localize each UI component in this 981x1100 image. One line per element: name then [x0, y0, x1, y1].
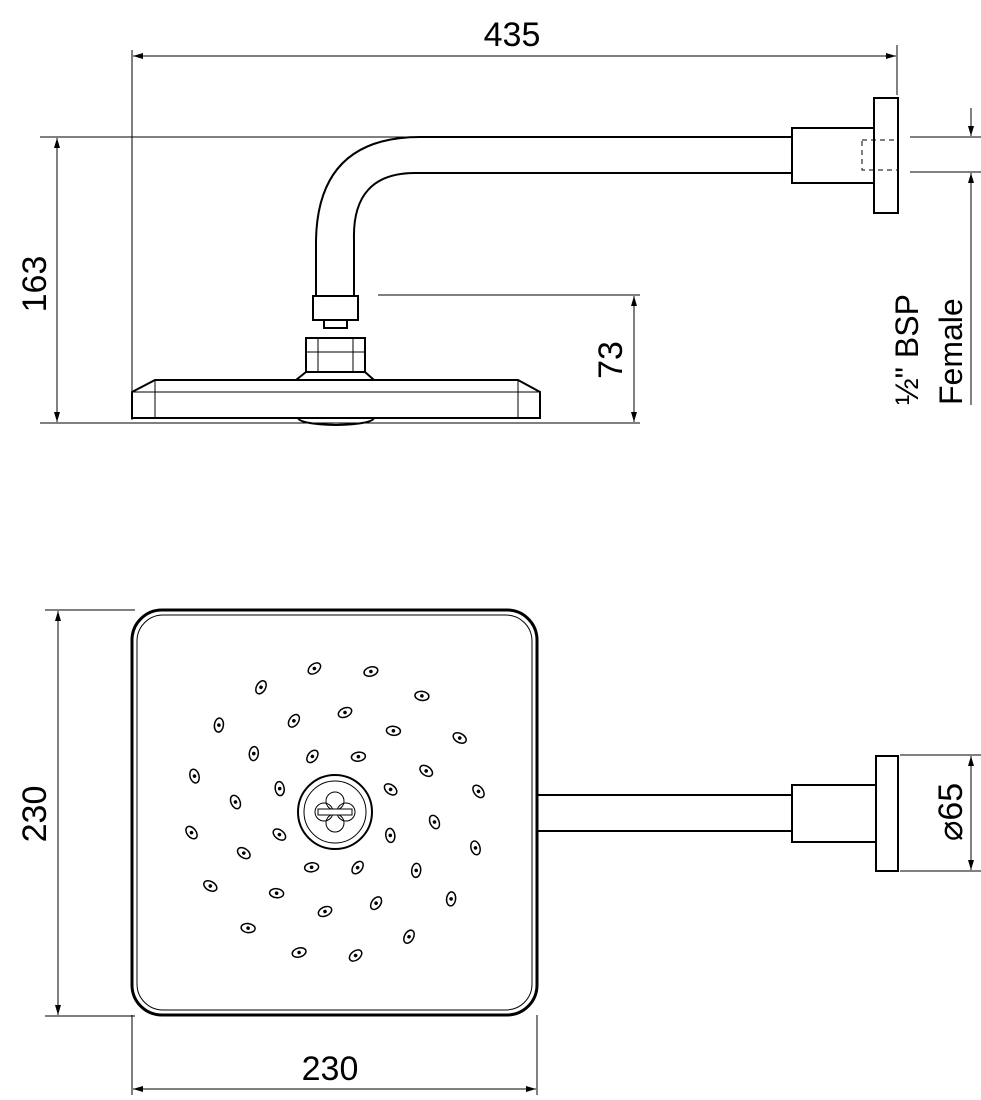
spray-nozzle [213, 717, 225, 733]
spray-nozzle [307, 662, 322, 675]
spray-nozzle [255, 680, 267, 695]
spray-nozzle [445, 891, 457, 907]
wall-fitting-body [791, 127, 875, 184]
dimension-head-depth: 230 [16, 786, 54, 843]
dimension-head-width: 230 [302, 1050, 359, 1088]
spray-nozzle [203, 880, 218, 892]
connection-spec-line1: ½" BSP [889, 294, 925, 405]
spray-nozzle [350, 751, 367, 762]
wall-flange [873, 97, 899, 214]
spray-nozzle [385, 827, 396, 844]
spray-nozzle [385, 725, 402, 737]
spray-nozzle [189, 768, 200, 784]
shower-head-inner-edge [136, 614, 533, 1011]
spray-nozzle [240, 922, 256, 934]
swivel-neck [323, 319, 348, 329]
spray-nozzle [428, 814, 441, 830]
spray-nozzle [452, 732, 467, 744]
spray-nozzles [185, 662, 485, 962]
top-view: 230 230 ⌀65 [16, 608, 981, 1095]
dimension-overall-width: 435 [484, 16, 541, 54]
dimension-flange-diameter: 65 [932, 783, 970, 821]
dimension-flange-label: ⌀65 [932, 783, 970, 841]
spray-nozzle [248, 745, 260, 762]
female-thread-hidden [861, 139, 899, 171]
spray-nozzle [472, 784, 485, 799]
spray-nozzle [369, 896, 383, 911]
spray-nozzle [337, 706, 353, 719]
shower-head-edges [132, 380, 540, 418]
connection-spec-line2: Female [933, 298, 969, 405]
spray-nozzle [306, 749, 319, 764]
spray-nozzle [410, 862, 422, 879]
shower-head-profile [131, 379, 541, 419]
wall-fitting-top-view [791, 784, 877, 843]
brand-logo-icon [314, 791, 356, 833]
spray-nozzle [363, 666, 379, 677]
spray-nozzle [274, 780, 285, 797]
spray-nozzle [383, 783, 398, 796]
shower-arm-inner [352, 172, 792, 296]
swivel-ball [305, 337, 366, 373]
shower-head-outline [130, 608, 539, 1017]
side-view: 435 163 73 ½" BSP Female [16, 16, 981, 427]
spray-nozzle [272, 828, 287, 841]
spray-nozzle [348, 949, 363, 962]
spray-nozzle [303, 862, 320, 873]
spray-nozzle [291, 947, 307, 958]
center-medallion [297, 774, 373, 850]
spray-nozzle [403, 929, 415, 944]
spray-nozzle [470, 840, 481, 856]
spray-nozzle [229, 794, 242, 810]
spray-nozzle [419, 764, 434, 778]
spray-nozzle [185, 825, 198, 840]
center-medallion-inner [303, 780, 367, 844]
swivel-nut [312, 295, 359, 321]
shower-face-bulge [297, 417, 375, 427]
diameter-symbol: ⌀65 [932, 783, 970, 841]
spray-nozzle [317, 905, 333, 918]
spray-nozzle [287, 713, 301, 728]
swivel-ball-detail [306, 338, 365, 372]
dimension-overall-height: 163 [16, 256, 54, 313]
dimension-head-height: 73 [592, 341, 630, 379]
shower-arm-outer [315, 136, 792, 296]
head-collar [293, 371, 377, 381]
wall-flange-top-view [875, 755, 899, 872]
diameter-sign: ⌀ [932, 821, 970, 841]
spray-nozzle [236, 846, 251, 860]
spray-nozzle [268, 887, 285, 899]
spray-nozzle [414, 690, 430, 702]
spray-nozzle [351, 860, 364, 875]
